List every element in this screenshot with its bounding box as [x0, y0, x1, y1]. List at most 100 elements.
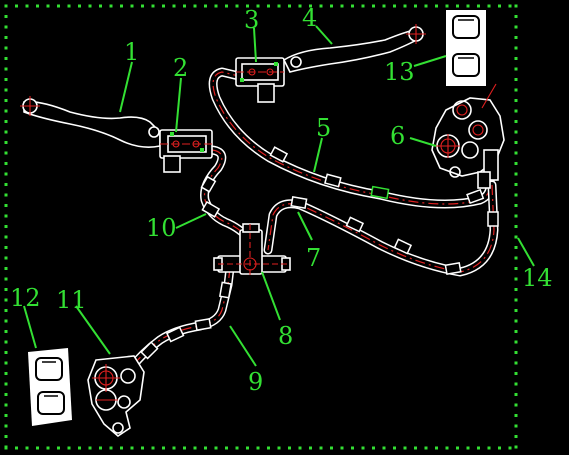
frame-dot — [256, 446, 260, 450]
frame-dot — [36, 446, 39, 450]
frame-dot — [514, 435, 518, 438]
frame-dot — [78, 4, 81, 8]
hose-fittings — [140, 146, 499, 360]
frame-dot — [361, 446, 365, 450]
frame-dot — [351, 4, 354, 8]
frame-dot — [4, 372, 8, 375]
frame-dot — [130, 446, 134, 450]
frame-dot — [4, 214, 8, 218]
frame-dot — [4, 246, 8, 249]
frame-dot — [46, 446, 50, 450]
frame-dot — [4, 435, 8, 438]
brake-hose-7 — [263, 180, 499, 277]
master-cylinder-2 — [159, 129, 213, 173]
frame-dot — [498, 4, 501, 8]
frame-dot — [382, 446, 386, 450]
frame-dot — [4, 288, 8, 291]
frame-dot — [514, 361, 518, 365]
frame-dot — [4, 57, 8, 60]
frame-dot — [4, 78, 8, 81]
frame-dot — [514, 382, 518, 386]
frame-dot — [267, 4, 270, 8]
frame-dot — [267, 446, 270, 450]
frame-dot — [514, 445, 518, 449]
frame-dot — [4, 319, 8, 323]
frame-dot — [193, 446, 197, 450]
frame-dot — [435, 446, 438, 450]
frame-dot — [4, 15, 8, 18]
callout-6: 6 — [390, 122, 405, 150]
frame-dot — [514, 403, 518, 407]
frame-dot — [514, 340, 518, 344]
frame-dot — [298, 4, 302, 8]
frame-dot — [4, 267, 8, 270]
frame-dot — [151, 446, 155, 450]
frame-dot — [4, 298, 8, 302]
callout-5: 5 — [316, 114, 331, 142]
brake-lever-4 — [282, 24, 426, 73]
frame-dot — [4, 204, 8, 207]
frame-dot — [225, 446, 228, 450]
frame-dot — [514, 288, 518, 291]
frame-dot — [456, 446, 459, 450]
leader-lines — [23, 25, 535, 367]
frame-dot — [4, 225, 8, 228]
frame-dot — [4, 445, 8, 449]
frame-dot — [487, 4, 491, 8]
frame-dot — [514, 172, 518, 176]
callout-2: 2 — [173, 54, 188, 82]
frame-dot — [4, 309, 8, 312]
callout-13: 13 — [384, 58, 415, 86]
frame-dot — [435, 4, 438, 8]
master-cylinder-3 — [235, 57, 285, 103]
frame-dot — [46, 4, 50, 8]
frame-dot — [514, 246, 518, 249]
frame-dot — [445, 446, 449, 450]
t-junction-8 — [213, 223, 291, 276]
frame-dot — [141, 446, 144, 450]
frame-dot — [403, 4, 407, 8]
frame-dot — [25, 446, 29, 450]
frame-dot — [514, 67, 518, 71]
frame-dot — [246, 446, 249, 450]
frame-dot — [57, 4, 60, 8]
frame-dot — [4, 361, 8, 365]
frame-dot — [99, 4, 102, 8]
frame-dot — [514, 225, 518, 228]
frame-dot — [298, 446, 302, 450]
callout-14: 14 — [522, 264, 553, 292]
callout-12: 12 — [10, 284, 41, 312]
frame-dot — [57, 446, 60, 450]
frame-dot — [514, 424, 518, 428]
frame-dot — [498, 446, 501, 450]
callout-4: 4 — [302, 4, 317, 32]
frame-dot — [514, 319, 518, 323]
frame-dot — [514, 162, 518, 165]
frame-dot — [162, 446, 165, 450]
frame-dot — [466, 446, 470, 450]
dotted-frame — [4, 4, 518, 450]
frame-dot — [514, 183, 518, 186]
callout-1: 1 — [124, 38, 139, 66]
brake-pads-13 — [446, 10, 486, 86]
frame-dot — [514, 46, 518, 50]
frame-dot — [88, 4, 92, 8]
frame-dot — [109, 4, 113, 8]
frame-dot — [4, 403, 8, 407]
frame-dot — [4, 46, 8, 50]
frame-dot — [361, 4, 365, 8]
frame-dot — [309, 4, 312, 8]
frame-dot — [246, 4, 249, 8]
frame-dot — [4, 351, 8, 354]
frame-dot — [183, 446, 186, 450]
brake-pads-12 — [28, 348, 72, 426]
frame-dot — [403, 446, 407, 450]
frame-dot — [456, 4, 459, 8]
brake-hose-10 — [200, 145, 255, 260]
frame-dot — [372, 446, 375, 450]
frame-dot — [514, 267, 518, 270]
frame-dot — [514, 298, 518, 302]
frame-dot — [514, 99, 518, 102]
frame-dot — [340, 4, 344, 8]
